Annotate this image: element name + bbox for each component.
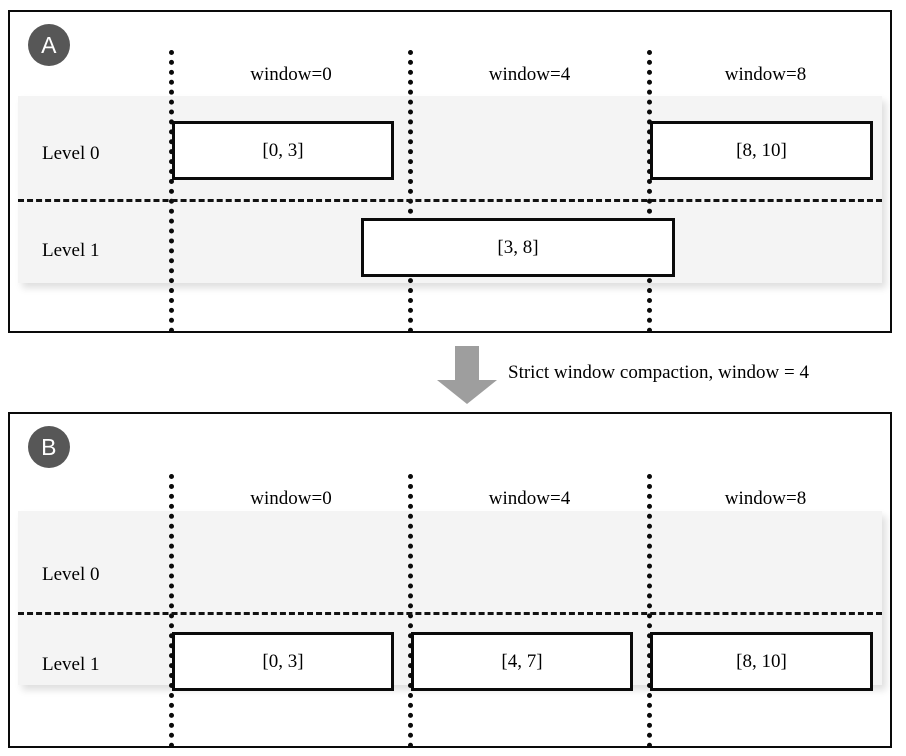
panel-b-window-divider-0 bbox=[169, 474, 174, 748]
panel-a-row-label-level-0: Level 0 bbox=[42, 143, 100, 164]
panel-a-level-separator bbox=[18, 199, 882, 202]
panel-a-window-divider-0 bbox=[169, 50, 174, 333]
panel-b-badge: B bbox=[28, 426, 70, 468]
panel-a-column-header-2: window=8 bbox=[724, 64, 807, 85]
panel-b-interval-box-level1-1[interactable]: [4, 7] bbox=[411, 632, 633, 691]
panel-b-interval-box-level1-2[interactable]: [8, 10] bbox=[650, 632, 873, 691]
panel-b-row-label-level-1: Level 1 bbox=[42, 654, 100, 675]
panel-a-badge: A bbox=[28, 24, 70, 66]
down-arrow-icon bbox=[437, 346, 497, 404]
panel-a-column-header-1: window=4 bbox=[488, 64, 571, 85]
panel-a: A window=0 window=4 window=8 Level 0 Lev… bbox=[8, 10, 892, 333]
panel-b-row-label-level-0: Level 0 bbox=[42, 564, 100, 585]
panel-b-column-header-1: window=4 bbox=[488, 488, 571, 509]
panel-a-interval-box-level0-1[interactable]: [8, 10] bbox=[650, 121, 873, 180]
panel-b-level-separator bbox=[18, 612, 882, 615]
panel-b-column-header-0: window=0 bbox=[250, 488, 332, 509]
panel-b-interval-box-level1-0[interactable]: [0, 3] bbox=[172, 632, 394, 691]
panel-a-column-header-0: window=0 bbox=[250, 64, 332, 85]
transition-group: Strict window compaction, window = 4 bbox=[0, 340, 906, 410]
panel-a-interval-box-level1-0[interactable]: [3, 8] bbox=[361, 218, 675, 277]
panel-b-window-divider-2 bbox=[647, 474, 652, 748]
panel-b-window-divider-1 bbox=[408, 474, 413, 748]
panel-a-interval-box-level0-0[interactable]: [0, 3] bbox=[172, 121, 394, 180]
panel-a-row-label-level-1: Level 1 bbox=[42, 240, 100, 261]
panel-a-window-divider-1 bbox=[408, 50, 413, 333]
panel-a-window-divider-2 bbox=[647, 50, 652, 333]
panel-b-column-header-2: window=8 bbox=[724, 488, 807, 509]
panel-b: B window=0 window=4 window=8 Level 0 Lev… bbox=[8, 412, 892, 748]
transition-caption: Strict window compaction, window = 4 bbox=[508, 362, 809, 383]
